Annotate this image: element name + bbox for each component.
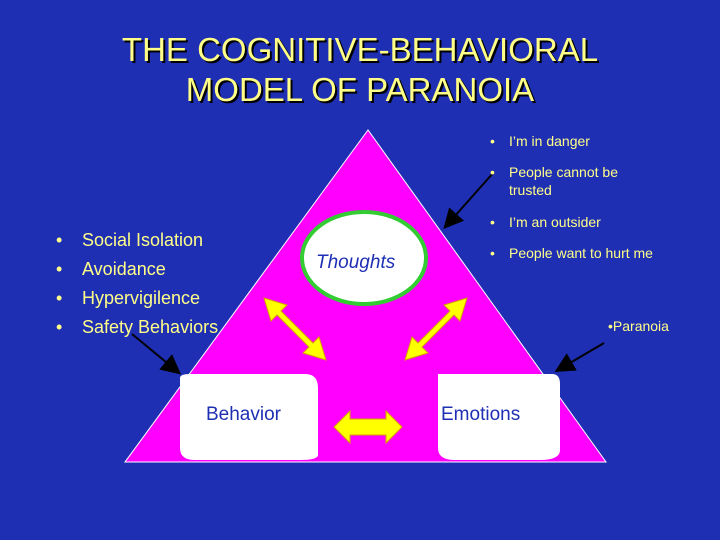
bullet-mark: • [490, 133, 495, 149]
slide-title: THE COGNITIVE-BEHAVIORAL MODEL OF PARANO… [0, 30, 720, 110]
thoughts-emotions-arrow [404, 297, 468, 361]
list-item-text: Hypervigilence [82, 288, 201, 308]
list-item: • People want to hurt me [490, 244, 690, 262]
list-item: • People cannot be trusted [490, 163, 690, 199]
behavior-bullet-list: • Social Isolation • Avoidance • Hypervigil… [56, 228, 218, 344]
thoughts-behavior-arrow [263, 297, 327, 361]
behavior-node [180, 374, 318, 460]
list-item-text: People want to hurt me [509, 245, 653, 261]
list-item: • I’m an outsider [490, 213, 690, 231]
list-item: • Avoidance [56, 257, 218, 286]
list-item-text: I’m in danger [509, 133, 590, 149]
list-item-text: I’m an outsider [509, 214, 601, 230]
list-item: • Social Isolation [56, 228, 218, 257]
paranoia-label: •Paranoia [608, 318, 669, 334]
behavior-emotions-arrow [333, 409, 403, 445]
bullet-mark: • [56, 259, 63, 279]
list-item-text: Social Isolation [82, 230, 204, 250]
list-item-text: People cannot be trusted [509, 164, 618, 198]
bullet-mark: • [490, 245, 495, 261]
bullet-mark: • [56, 288, 63, 308]
title-line-1: THE COGNITIVE-BEHAVIORAL [121, 31, 599, 68]
list-item: • Hypervigilence [56, 286, 218, 315]
thoughts-node [300, 210, 428, 306]
bullet-mark: • [56, 230, 63, 250]
emotions-node [438, 374, 560, 460]
title-line-2: MODEL OF PARANOIA [185, 71, 535, 108]
paranoia-pointer-arrow [554, 342, 605, 373]
emotions-label: Emotions [441, 404, 521, 425]
behavior-label: Behavior [206, 404, 281, 425]
bullet-mark: • [56, 317, 63, 337]
list-item: • I’m in danger [490, 132, 690, 150]
thoughts-label: Thoughts [316, 252, 396, 273]
list-item: • Safety Behaviors [56, 315, 218, 344]
list-item-text: Safety Behaviors [82, 317, 219, 337]
left-bullets-pointer-arrow [131, 333, 182, 375]
right-bullets-pointer-arrow [443, 171, 495, 229]
list-item-text: Avoidance [82, 259, 166, 279]
bullet-mark: • [490, 164, 495, 180]
bullet-mark: • [490, 214, 495, 230]
